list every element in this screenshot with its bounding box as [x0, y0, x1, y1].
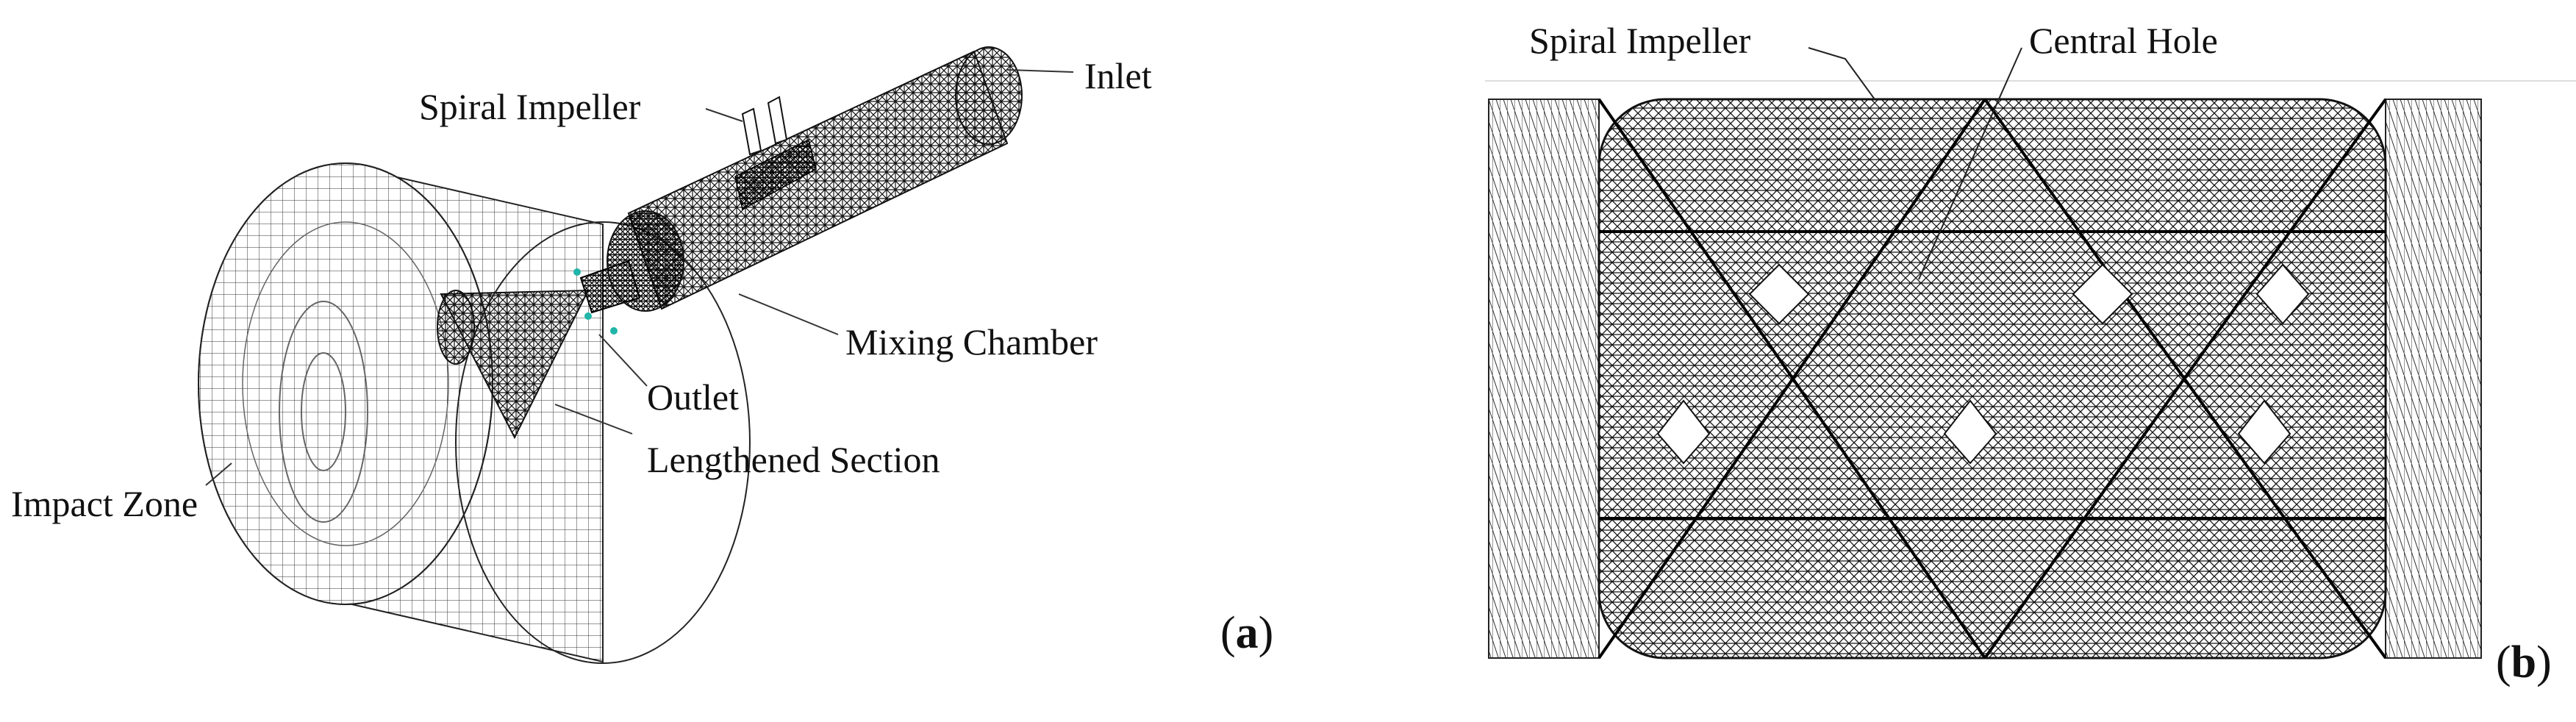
panel-a-mesh-drawing: [198, 46, 1074, 664]
panel-b-tag: (b): [2496, 637, 2552, 687]
label-spiral-impeller-b: Spiral Impeller: [1529, 20, 1751, 61]
panel-b-impeller-mesh: Spiral Impeller Central Hole (b): [1463, 0, 2576, 722]
right-end-block: [2385, 99, 2482, 659]
label-central-hole: Central Hole: [2029, 20, 2218, 61]
panel-a-3d-mesh: Inlet Spiral Impeller Mixing Chamber Out…: [11, 46, 1274, 664]
panel-a-tag: (a): [1220, 608, 1274, 658]
panel-a-leader-lines: [205, 69, 1074, 486]
spiral-impeller-body: [1598, 98, 2387, 660]
panel-b-mesh-drawing: [1485, 47, 2576, 660]
label-lengthened-section: Lengthened Section: [647, 439, 940, 480]
label-outlet: Outlet: [647, 376, 739, 418]
main-cylinder: [607, 46, 1023, 312]
label-spiral-impeller-a: Spiral Impeller: [419, 86, 641, 127]
label-impact-zone: Impact Zone: [11, 483, 198, 524]
left-end-block: [1488, 99, 1600, 659]
panel-b-leader-lines: [1808, 47, 2022, 280]
lengthened-section-cone: [437, 289, 590, 440]
label-mixing-chamber: Mixing Chamber: [845, 321, 1098, 362]
impact-zone-disc: [198, 162, 751, 664]
label-inlet: Inlet: [1084, 55, 1152, 96]
